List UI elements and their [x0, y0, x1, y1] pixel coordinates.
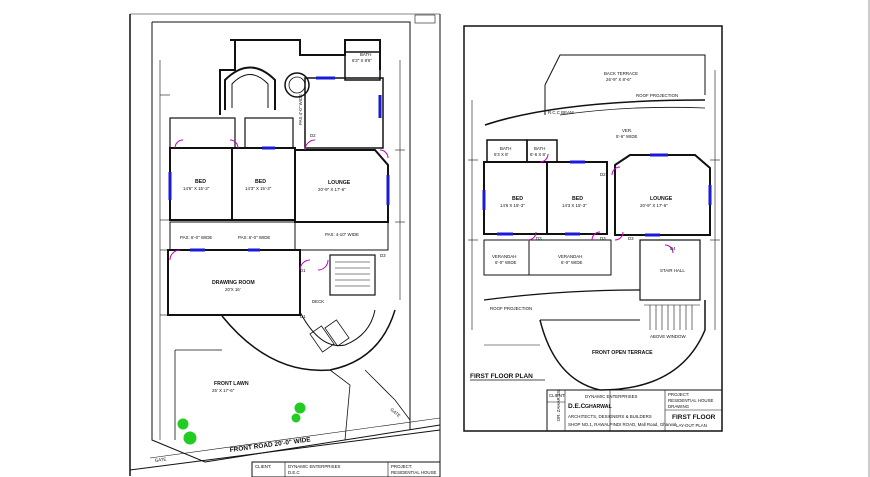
room-label-bath-1: BATH [500, 146, 511, 151]
ff-services: ARCHITECTS, DESIGNERS & BUILDERS [568, 414, 652, 419]
room-label-lounge-ff: LOUNGE [650, 196, 673, 202]
room-label-bath: BATH [360, 52, 371, 57]
verandah-label-2: VERANDAH [558, 254, 582, 259]
passage-label-1: PAS: 6'-0" WIDE [180, 235, 212, 240]
first-floor-title-block [546, 389, 723, 432]
room-size-bath: 6'3" X 8'6" [352, 58, 372, 63]
tree-icon [177, 402, 306, 445]
door-tag: D2 [600, 172, 606, 177]
room-label-drawing-room: DRAWING ROOM [212, 280, 255, 286]
room-label-passage: PAS 4'-0" WIDE [298, 94, 303, 125]
room-size-bed-1: 14'6" X 15'-3" [183, 186, 210, 191]
stair-hall-label: STAIR HALL [660, 268, 685, 273]
ff-client-label: CLIENT: [549, 393, 565, 398]
room-size-lounge: 20'-9" X 17'-6" [318, 187, 346, 192]
title-project: RESIDENTIAL HOUSE [391, 470, 437, 475]
ground-floor-labels: BATH 6'3" X 8'6" PAS 4'-0" WIDE BED 14'6… [154, 52, 401, 463]
room-label-bed-2: BED [255, 179, 266, 185]
roof-projection-bottom: ROOF PROJECTION [490, 306, 532, 311]
first-floor-plan-title: FIRST FLOOR PLAN [470, 373, 533, 380]
passage-label-2: PAS: 6'-0" WIDE [238, 235, 270, 240]
first-floor-plan [463, 25, 723, 432]
verandah-size-2: 6'-0" WIDE [561, 260, 582, 265]
ver-label: VER. [622, 128, 632, 133]
ff-drawing-code: DRAWING [668, 404, 690, 409]
room-label-bed-1-ff: BED [512, 196, 523, 202]
door-tag: D3 [628, 236, 634, 241]
ff-client-name: DR. ZAHAR SS [556, 390, 561, 421]
verandah-size-1: 6'-0" WIDE [495, 260, 516, 265]
passage-label-3: PAS: 4-10" WIDE [325, 232, 359, 237]
room-size-back-terrace: 26'-9" X 8'-6" [606, 77, 632, 82]
ff-project: RESIDENTIAL HOUSE [668, 398, 714, 403]
room-size-bed-2: 14'3" X 15'-3" [245, 186, 272, 191]
room-size-lounge-ff: 20'-9" X 17'-6" [640, 203, 668, 208]
title-client-label: CLIENT: [255, 464, 271, 469]
ff-project-label: PROJECT: [668, 392, 689, 397]
ff-city: GHARWAL [585, 404, 613, 410]
first-floor-windows [482, 153, 712, 237]
ground-floor-title-block [251, 461, 441, 477]
room-size-bed-1-ff: 14'6 X 15'-3" [500, 203, 525, 208]
door-tag: D3 [536, 236, 542, 241]
gate-label-right: GATE [389, 407, 401, 418]
ff-sheet-title: FIRST FLOOR [672, 414, 716, 421]
first-floor-doors [527, 153, 674, 254]
room-size-bath-1: 6'3 X 8' [494, 152, 509, 157]
door-tag: D2 [310, 133, 316, 138]
front-lawn-label: FRONT LAWN [214, 381, 249, 387]
first-floor-labels: BACK TERRACE 26'-9" X 8'-6" ROOF PROJECT… [470, 71, 686, 380]
ver-size: 5'-6" WIDE [616, 134, 637, 139]
ff-consultant-short: D.E.C [568, 403, 586, 410]
door-tag: D3 [600, 236, 606, 241]
door-tag: D1 [300, 314, 306, 319]
ff-address: SHOP NO.1, RAWALPINDI ROAD, Mall Road, G… [568, 422, 676, 427]
title-project-label: PROJECT: [391, 464, 412, 469]
ground-floor-plan [129, 13, 441, 476]
room-size-bed-2-ff: 14'3 X 15'-3" [562, 203, 587, 208]
room-label-bed-1: BED [195, 179, 206, 185]
room-label-bath-2: BATH [534, 146, 545, 151]
door-tag: D3 [380, 253, 386, 258]
deck-label: DECK [312, 299, 324, 304]
door-tag: D1 [300, 268, 306, 273]
room-label-lounge: LOUNGE [328, 180, 351, 186]
title-consultant-short: D.E.C [288, 470, 300, 475]
front-lawn-size: 25' X 17'-6" [212, 388, 235, 393]
title-consultant: DYNAMIC ENTERPRISES [288, 464, 341, 469]
ff-sheet-subtitle: LAY-OUT PLAN [676, 423, 707, 428]
ground-floor-doors [169, 139, 389, 271]
verandah-label-1: VERANDAH [492, 254, 516, 259]
gate-label-left: GATE [154, 457, 166, 463]
front-terrace-label: FRONT OPEN TERRACE [592, 350, 653, 356]
above-window-label: ABOVE WINDOW [650, 334, 686, 339]
room-label-back-terrace: BACK TERRACE [604, 71, 638, 76]
roof-projection-top: ROOF PROJECTION [636, 93, 678, 98]
room-label-bed-2-ff: BED [572, 196, 583, 202]
ground-floor-windows [168, 76, 390, 252]
room-size-bath-2: 6'-6 X 8' [530, 152, 546, 157]
rcc-beam-label: R.C.C BEAM [548, 110, 574, 115]
room-size-drawing-room: 20'X 16' [225, 287, 241, 292]
door-tag: D4 [670, 246, 676, 251]
ff-consultant: DYNAMIC ENTERPRISES [585, 394, 638, 399]
